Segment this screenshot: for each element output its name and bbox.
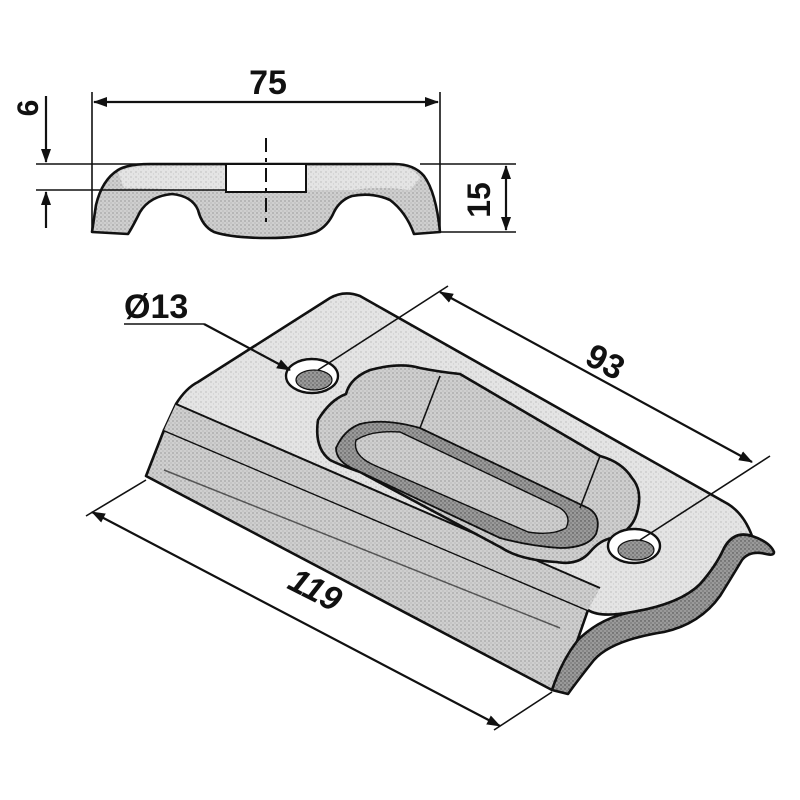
- recess-floor: [354, 430, 569, 535]
- recess-edge-line: [419, 375, 441, 429]
- dimension-height: 15: [420, 163, 516, 233]
- dimension-75-label: 75: [249, 64, 287, 102]
- section-view: [90, 138, 442, 240]
- dimension-15-label: 15: [461, 182, 497, 218]
- dimension-hole-diameter: Ø13: [124, 288, 291, 371]
- isometric-view: [144, 292, 776, 696]
- dimension-thickness: 6: [12, 96, 226, 228]
- dimension-93-label: 93: [580, 337, 631, 388]
- dimension-width: 75: [91, 64, 441, 230]
- hole-right: [606, 527, 662, 565]
- recess-edge-line-2: [579, 455, 601, 509]
- dimension-diameter-label: Ø13: [124, 288, 188, 326]
- hole-left: [284, 357, 340, 395]
- dimension-6-label: 6: [12, 100, 45, 117]
